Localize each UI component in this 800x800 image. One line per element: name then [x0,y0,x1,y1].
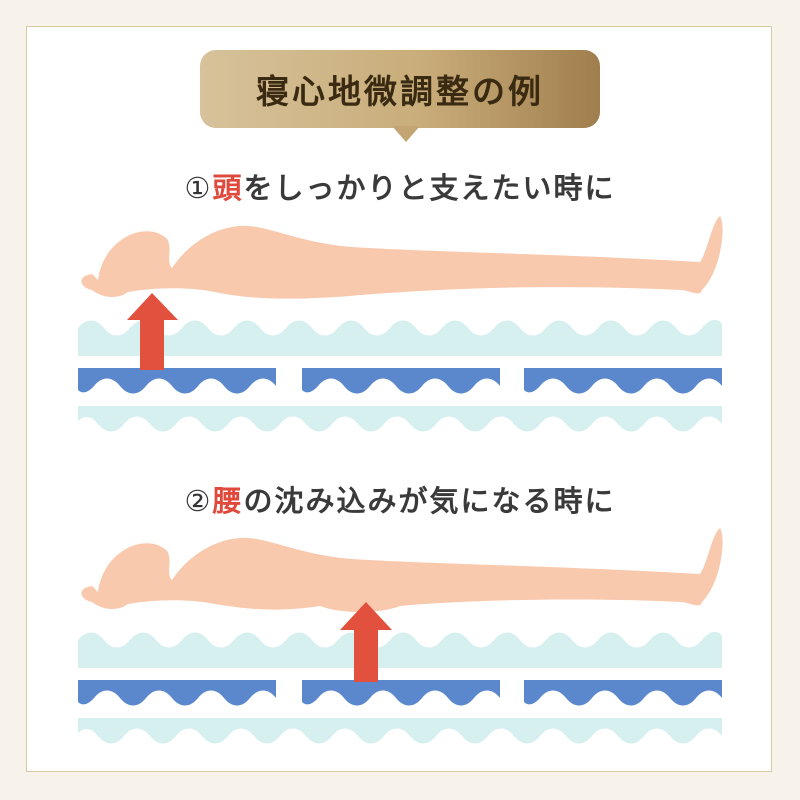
example-1-text: をしっかりと支えたい時に [243,171,616,205]
example-1-mattress-bottom-layer [78,406,722,432]
example-2-mattress-top-layer [78,631,722,668]
example-2-highlight: 腰 [212,484,244,518]
example-2-number: ② [184,484,213,518]
example-2-heading: ②腰の沈み込みが気になる時に [0,478,800,520]
example-2-text: の沈み込みが気になる時に [243,484,616,518]
example-2-up-arrow [340,602,392,682]
example-2-body [81,528,723,612]
example-1-body [81,216,723,299]
example-1-illustration [78,216,723,432]
example-1-up-arrow [127,293,178,370]
example-2-mattress-middle-layer [78,680,722,706]
example-1-heading: ①頭をしっかりと支えたい時に [0,165,800,207]
example-2-mattress-bottom-layer [78,718,722,744]
title-badge-pointer [392,126,420,142]
page-title: 寝心地微調整の例 [256,72,544,111]
example-1-number: ① [184,171,213,205]
example-2-illustration [78,528,723,744]
example-1-mattress-middle-layer [78,368,722,394]
example-1-mattress-top-layer [78,319,722,356]
title-badge: 寝心地微調整の例 [200,50,600,128]
example-1-highlight: 頭 [212,171,244,205]
